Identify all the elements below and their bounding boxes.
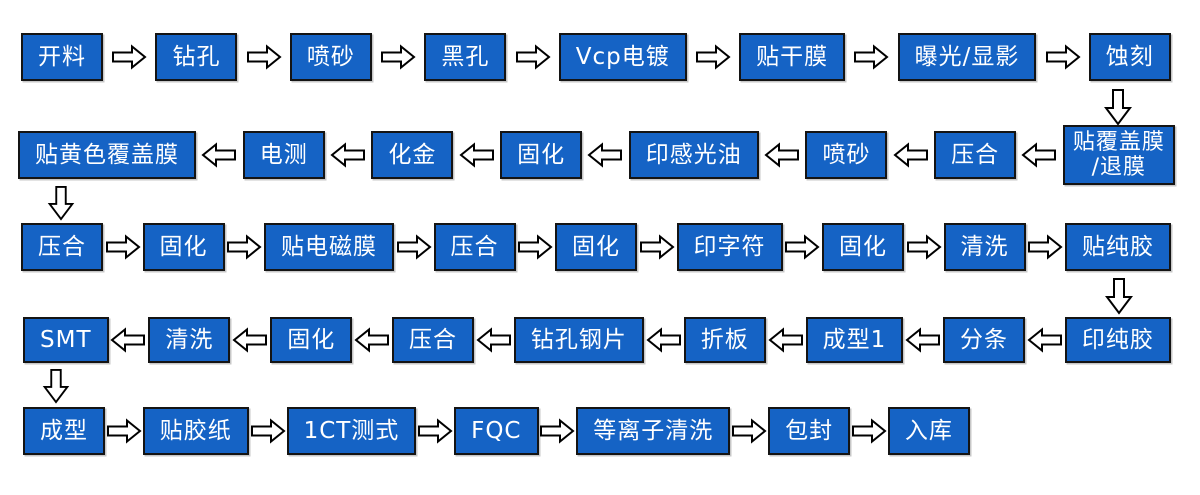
process-step-box: 包封 [768, 407, 851, 455]
process-step-box: 印感光油 [628, 131, 759, 179]
process-step-box: 化金 [371, 131, 454, 179]
process-step-box: 成型1 [805, 317, 904, 363]
flow-arrow-right-icon [246, 44, 282, 70]
process-step-box: 钻孔钢片 [513, 317, 644, 363]
process-step-box: 贴电磁膜 [264, 223, 394, 271]
flow-arrow-right-icon [784, 234, 820, 260]
process-step-box: 压合 [433, 223, 516, 271]
flow-arrow-left-icon [768, 327, 804, 353]
process-step-box: 固化 [822, 223, 904, 271]
process-step-box: 贴覆盖膜 /退膜 [1062, 125, 1175, 185]
process-step-box: 压合 [934, 131, 1017, 179]
flow-row-1: 开料 钻孔 喷砂 黑孔 Vcp电镀 贴干膜 曝光/显影 蚀刻 [21, 33, 1171, 81]
process-step-box: 1CT测式 [286, 407, 417, 455]
flow-arrow-right-icon [1045, 44, 1081, 70]
flow-arrow-left-icon [459, 142, 495, 168]
process-step-box: SMT [23, 317, 109, 363]
flow-arrow-right-icon [731, 418, 767, 444]
flow-arrow-right-icon [380, 44, 416, 70]
process-step-box: 喷砂 [289, 33, 372, 81]
flow-arrow-right-icon [515, 44, 551, 70]
flow-row-2: 贴黄色覆盖膜电测化金固化印感光油喷砂压合贴覆盖膜 /退膜 [18, 125, 1175, 185]
flow-arrow-left-icon [893, 142, 929, 168]
flow-arrow-right-icon [539, 418, 575, 444]
flow-arrow-left-icon [330, 142, 366, 168]
flow-arrow-right-icon [1027, 234, 1063, 260]
process-step-box: 贴黄色覆盖膜 [18, 131, 196, 179]
process-step-box: 印纯胶 [1064, 317, 1171, 363]
flow-arrow-left-icon [587, 142, 623, 168]
process-step-box: 压合 [392, 317, 475, 363]
process-step-box: Vcp电镀 [558, 33, 687, 81]
flow-arrow-left-icon [476, 327, 512, 353]
flow-arrow-down-icon [1104, 88, 1132, 126]
process-step-box: 折板 [683, 317, 766, 363]
flow-arrow-right-icon [851, 418, 887, 444]
flow-arrow-right-icon [639, 234, 675, 260]
flow-row-4: SMT 清洗固化压合钻孔钢片折板成型1 分条印纯胶 [23, 317, 1171, 363]
flow-arrow-right-icon [396, 234, 432, 260]
flow-arrow-down-icon [47, 185, 75, 221]
flow-arrow-left-icon [232, 327, 268, 353]
process-step-box: 蚀刻 [1088, 33, 1171, 81]
flow-arrow-left-icon [646, 327, 682, 353]
process-step-box: 固化 [555, 223, 637, 271]
flow-arrow-right-icon [517, 234, 553, 260]
flow-arrow-right-icon [111, 44, 147, 70]
process-step-box: 入库 [887, 407, 970, 455]
process-step-box: 固化 [270, 317, 353, 363]
flow-arrow-right-icon [695, 44, 731, 70]
process-step-box: 固化 [500, 131, 583, 179]
process-step-box: 等离子清洗 [576, 407, 731, 455]
process-step-box: 钻孔 [155, 33, 238, 81]
process-step-box: 印字符 [676, 223, 783, 271]
flow-arrow-right-icon [906, 234, 942, 260]
flow-arrow-left-icon [201, 142, 237, 168]
flow-arrow-left-icon [764, 142, 800, 168]
process-step-box: 清洗 [148, 317, 231, 363]
flow-arrow-left-icon [1021, 142, 1057, 168]
flow-arrow-left-icon [1027, 327, 1063, 353]
process-step-box: 黑孔 [424, 33, 507, 81]
flow-arrow-right-icon [417, 418, 453, 444]
process-step-box: 电测 [242, 131, 325, 179]
process-step-box: 固化 [142, 223, 225, 271]
flow-arrow-left-icon [110, 327, 146, 353]
process-step-box: 开料 [21, 33, 103, 81]
flow-row-5: 成型贴胶纸 1CT测式 FQC 等离子清洗包封入库 [23, 407, 970, 455]
flow-row-3: 压合固化贴电磁膜压合固化印字符固化清洗贴纯胶 [21, 223, 1171, 271]
flow-arrow-right-icon [105, 234, 141, 260]
flow-arrow-down-icon [42, 368, 70, 404]
process-step-box: FQC [454, 407, 539, 455]
process-step-box: 贴纯胶 [1065, 223, 1171, 271]
process-step-box: 贴干膜 [739, 33, 846, 81]
flow-arrow-right-icon [226, 234, 262, 260]
process-step-box: 贴胶纸 [142, 407, 249, 455]
process-step-box: 喷砂 [805, 131, 888, 179]
flow-arrow-right-icon [106, 418, 142, 444]
process-step-box: 压合 [21, 223, 103, 271]
process-step-box: 成型 [23, 407, 105, 455]
process-step-box: 清洗 [943, 223, 1026, 271]
process-step-box: 曝光/显影 [897, 33, 1037, 81]
process-step-box: 分条 [943, 317, 1026, 363]
flow-arrow-right-icon [250, 418, 286, 444]
flow-arrow-left-icon [905, 327, 941, 353]
flow-arrow-down-icon [1105, 277, 1133, 315]
flow-arrow-left-icon [354, 327, 390, 353]
flow-arrow-right-icon [853, 44, 889, 70]
